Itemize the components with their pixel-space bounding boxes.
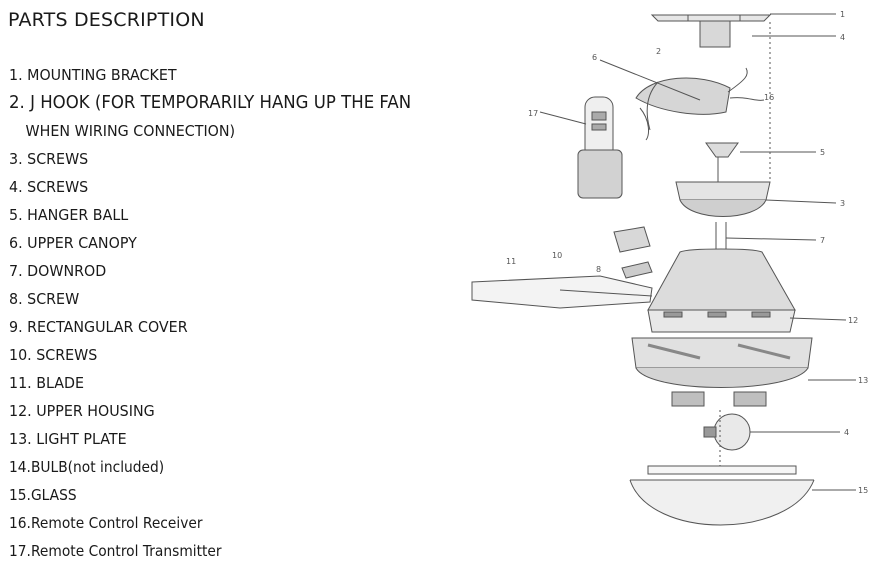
page-title: PARTS DESCRIPTION xyxy=(8,9,205,31)
callout-5: 5 xyxy=(820,148,825,157)
downrod-illustration xyxy=(715,222,727,252)
part-item-17: 17.Remote Control Transmitter xyxy=(9,542,222,560)
part-item-10: 10. SCREWS xyxy=(9,346,98,364)
callout-17: 17 xyxy=(528,109,538,118)
part-item-2-continuation: WHEN WIRING CONNECTION) xyxy=(25,122,236,140)
part-item-11: 11. BLADE xyxy=(9,374,85,392)
parts-list: 1. MOUNTING BRACKET 2. J HOOK (FOR TEMPO… xyxy=(9,61,479,565)
callout-7: 7 xyxy=(820,236,825,245)
part-item-9: 9. RECTANGULAR COVER xyxy=(9,318,188,336)
callout-2: 2 xyxy=(656,47,661,56)
upper-housing-illustration xyxy=(647,248,796,333)
part-item-3: 3. SCREWS xyxy=(9,150,89,168)
part-item-1: 1. MOUNTING BRACKET xyxy=(9,66,177,84)
part-item-12: 12. UPPER HOUSING xyxy=(9,402,155,420)
exploded-fan-diagram: 1 4 6 17 16 5 3 7 11 10 8 12 13 4 15 2 xyxy=(466,0,886,564)
callout-8: 8 xyxy=(596,265,601,274)
part-item-2: 2. J HOOK (FOR TEMPORARILY HANG UP THE F… xyxy=(9,92,412,113)
callout-3: 3 xyxy=(840,199,845,208)
remote-transmitter-illustration xyxy=(577,96,623,199)
part-item-15: 15.GLASS xyxy=(9,486,77,504)
callout-1: 1 xyxy=(840,10,845,19)
callout-10: 10 xyxy=(552,251,562,260)
light-plate-illustration xyxy=(631,337,813,407)
callout-14: 4 xyxy=(844,428,849,437)
callout-11: 11 xyxy=(506,257,516,266)
callout-13: 13 xyxy=(858,376,868,385)
bulb-illustration xyxy=(703,413,751,451)
part-item-13: 13. LIGHT PLATE xyxy=(9,430,127,448)
callout-15: 15 xyxy=(858,486,868,495)
callout-12: 12 xyxy=(848,316,858,325)
part-item-4: 4. SCREWS xyxy=(9,178,89,196)
callout-16: 16 xyxy=(764,93,774,102)
part-item-7: 7. DOWNROD xyxy=(9,262,107,280)
remote-receiver-illustration xyxy=(635,67,765,141)
callout-4: 4 xyxy=(840,33,845,42)
mounting-bracket-illustration xyxy=(650,14,772,48)
callout-6: 6 xyxy=(592,53,597,62)
blade-illustration xyxy=(471,275,653,309)
part-item-6: 6. UPPER CANOPY xyxy=(9,234,137,252)
rectangular-cover-illustration xyxy=(613,226,653,279)
part-item-8: 8. SCREW xyxy=(9,290,80,308)
part-item-5: 5. HANGER BALL xyxy=(9,206,129,224)
glass-illustration xyxy=(629,465,815,526)
part-item-14: 14.BULB(not included) xyxy=(9,458,165,476)
canopy-illustration xyxy=(675,142,771,217)
part-item-16: 16.Remote Control Receiver xyxy=(9,514,203,532)
